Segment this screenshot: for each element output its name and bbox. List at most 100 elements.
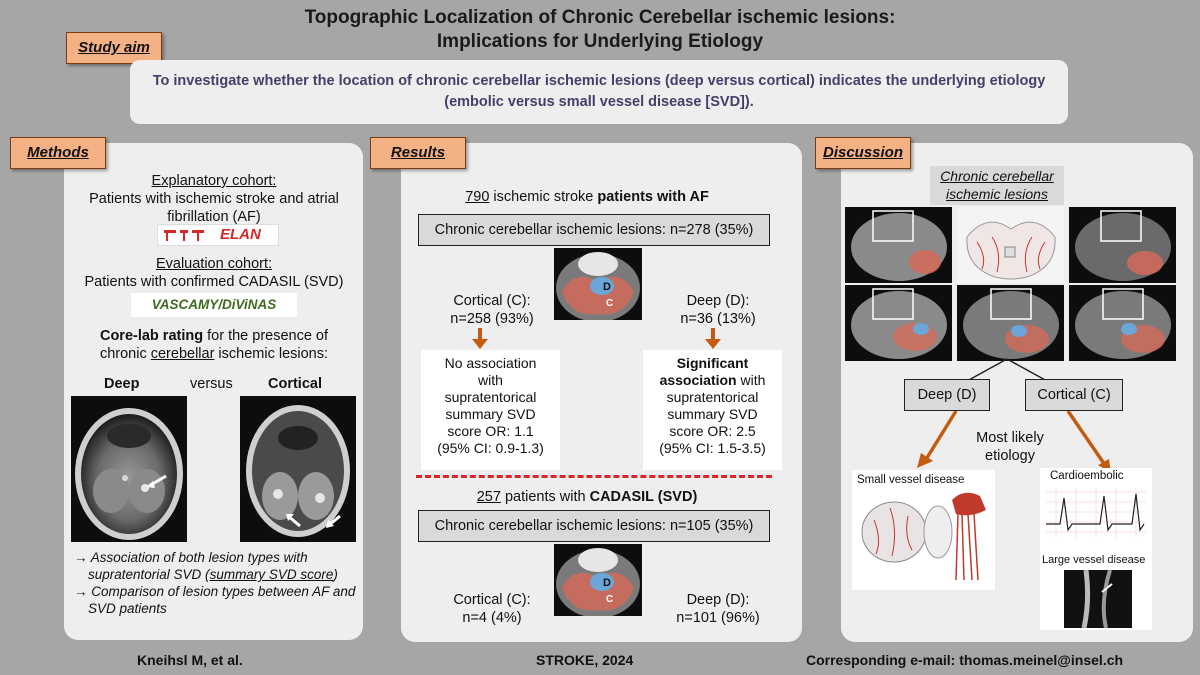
footer-email: Corresponding e-mail: thomas.meinel@inse… [806, 652, 1124, 668]
no-assoc-line-6: (95% CI: 0.9-1.3) [437, 440, 544, 456]
cadasil-text-bold: CADASIL (SVD) [589, 489, 698, 505]
sig-line-5: score OR: 2.5 [669, 423, 756, 439]
mri-results-svd-drawing: D C [556, 548, 640, 616]
cadasil-count: 257 [476, 489, 501, 505]
mri-svd-label-d: D [603, 577, 611, 589]
mri-af-label-c: C [606, 298, 613, 309]
elan-logo-mark [164, 230, 204, 241]
deep-af-label: Deep (D): [686, 293, 750, 309]
cadasil-heading: 257 patients with CADASIL (SVD) [401, 488, 773, 506]
bullet-1-text-a: Association of both lesion types with su… [88, 550, 308, 582]
cadasil-lesions-box: Chronic cerebellar ischemic lesions: n=1… [418, 510, 770, 542]
af-count: 790 [465, 189, 490, 205]
no-assoc-line-3: supratentorical [444, 389, 537, 405]
methods-tag: Methods [10, 137, 106, 169]
bullet-2-text: Comparison of lesion types between AF an… [88, 584, 356, 616]
study-aim-box: To investigate whether the location of c… [130, 60, 1068, 124]
most-likely-line-2: etiology [985, 448, 1035, 464]
corelab-line2-post: ischemic lesions: [214, 346, 329, 362]
large-vessel-illustration: Large vessel disease [1040, 552, 1152, 630]
cerebellum-anatomy-drawing [957, 207, 1064, 283]
footer-authors: Kneihsl M, et al. [137, 652, 243, 668]
evaluation-cohort: Evaluation cohort: Patients with confirm… [70, 255, 358, 291]
sig-line-2-rest: with [736, 372, 766, 388]
cortical-af: Cortical (C): n=258 (93%) [432, 292, 552, 328]
most-likely-etiology: Most likely etiology [962, 429, 1058, 465]
mri-results-af: D C [554, 248, 642, 320]
sig-line-6: (95% CI: 1.5-3.5) [659, 440, 766, 456]
af-text-mid: ischemic stroke [489, 189, 598, 205]
cortical-svd: Cortical (C): n=4 (4%) [432, 591, 552, 627]
bullet-1: → Association of both lesion types with … [74, 550, 338, 582]
cadasil-text-mid: patients with [500, 489, 590, 505]
deep-svd: Deep (D): n=101 (96%) [658, 591, 778, 627]
poster-title: Topographic Localization of Chronic Cere… [0, 6, 1200, 54]
most-likely-line-1: Most likely [976, 430, 1044, 446]
discussion-heading-line-2: ischemic lesions [946, 186, 1048, 202]
explanatory-text: Patients with ischemic stroke and atrial… [89, 191, 339, 225]
arrow-down-deep [705, 328, 721, 349]
af-text-bold: patients with AF [597, 189, 709, 205]
deep-label: Deep [104, 376, 140, 392]
deep-svd-value: n=101 (96%) [676, 610, 760, 626]
angiogram-drawing [1081, 569, 1113, 629]
af-heading: 790 ischemic stroke patients with AF [401, 188, 773, 206]
evaluation-text: Patients with confirmed CADASIL (SVD) [84, 274, 344, 290]
mri-deep-drawing [75, 408, 183, 540]
deep-af: Deep (D): n=36 (13%) [658, 292, 778, 328]
svd-brain-vessel-drawing [861, 492, 986, 581]
no-association-box: No association with supratentorical summ… [421, 350, 560, 470]
mri-results-af-drawing: D C [556, 252, 640, 320]
deep-af-value: n=36 (13%) [680, 311, 756, 327]
no-assoc-line-2: with [478, 372, 503, 388]
af-lesions-box: Chronic cerebellar ischemic lesions: n=2… [418, 214, 770, 246]
etiology-tree-lines [917, 358, 1111, 473]
mri-results-svd: D C [554, 544, 642, 616]
discussion-heading-line-1: Chronic cerebellar [940, 168, 1054, 184]
disc-mri-6-drawing [1075, 288, 1171, 359]
explanatory-heading: Explanatory cohort: [151, 173, 277, 189]
angiogram-image [1064, 569, 1132, 629]
disc-mri-3 [1069, 207, 1176, 283]
cortical-label: Cortical [268, 376, 322, 392]
corelab-rest: for the presence of [203, 328, 329, 344]
evaluation-heading: Evaluation cohort: [155, 256, 273, 272]
results-divider [416, 475, 772, 478]
cortical-box: Cortical (C) [1025, 379, 1123, 411]
disc-mri-5-drawing [963, 288, 1059, 359]
disc-mri-4-drawing [851, 288, 947, 359]
discussion-tag: Discussion [815, 137, 911, 169]
bullet-1-underlined: summary SVD score [209, 567, 334, 582]
elan-logo: ELAN [157, 224, 279, 246]
disc-mri-1 [845, 207, 952, 283]
disc-mri-5 [957, 285, 1064, 361]
mri-af-label-d: D [603, 281, 611, 293]
cortical-af-value: n=258 (93%) [450, 311, 534, 327]
cortical-svd-value: n=4 (4%) [462, 610, 522, 626]
cardio-label: Cardioembolic [1050, 470, 1124, 482]
mri-svd-label-c: C [606, 594, 613, 605]
sig-line-4: summary SVD [667, 406, 758, 422]
disc-mri-1-drawing [851, 210, 947, 281]
sig-line-3: supratentorical [666, 389, 759, 405]
versus-label: versus [190, 376, 233, 392]
disc-mri-4 [845, 285, 952, 361]
study-aim-line-2: (embolic versus small vessel disease [SV… [444, 94, 754, 110]
title-line-1: Topographic Localization of Chronic Cere… [304, 7, 896, 28]
cortical-svd-label: Cortical (C): [453, 592, 531, 608]
deep-box: Deep (D) [904, 379, 990, 411]
no-assoc-line-4: summary SVD [445, 406, 536, 422]
deep-svd-label: Deep (D): [686, 592, 750, 608]
bullet-1-text-b: ) [333, 567, 338, 582]
vascamy-logo: VASCAMY/DiViNAS [131, 293, 297, 317]
cardioembolic-illustration: Cardioembolic [1040, 468, 1152, 552]
significant-association-box: Significant association with supratentor… [643, 350, 782, 470]
sig-line-1: Significant [676, 355, 749, 371]
results-tag: Results [370, 137, 466, 169]
methods-bullets: → Association of both lesion types with … [74, 549, 356, 617]
elan-logo-text: ELAN [220, 226, 261, 243]
footer-journal: STROKE, 2024 [536, 652, 634, 668]
corelab-line2-pre: chronic [99, 346, 151, 362]
ecg-drawing [1046, 488, 1146, 538]
mri-cortical-image [240, 396, 356, 542]
